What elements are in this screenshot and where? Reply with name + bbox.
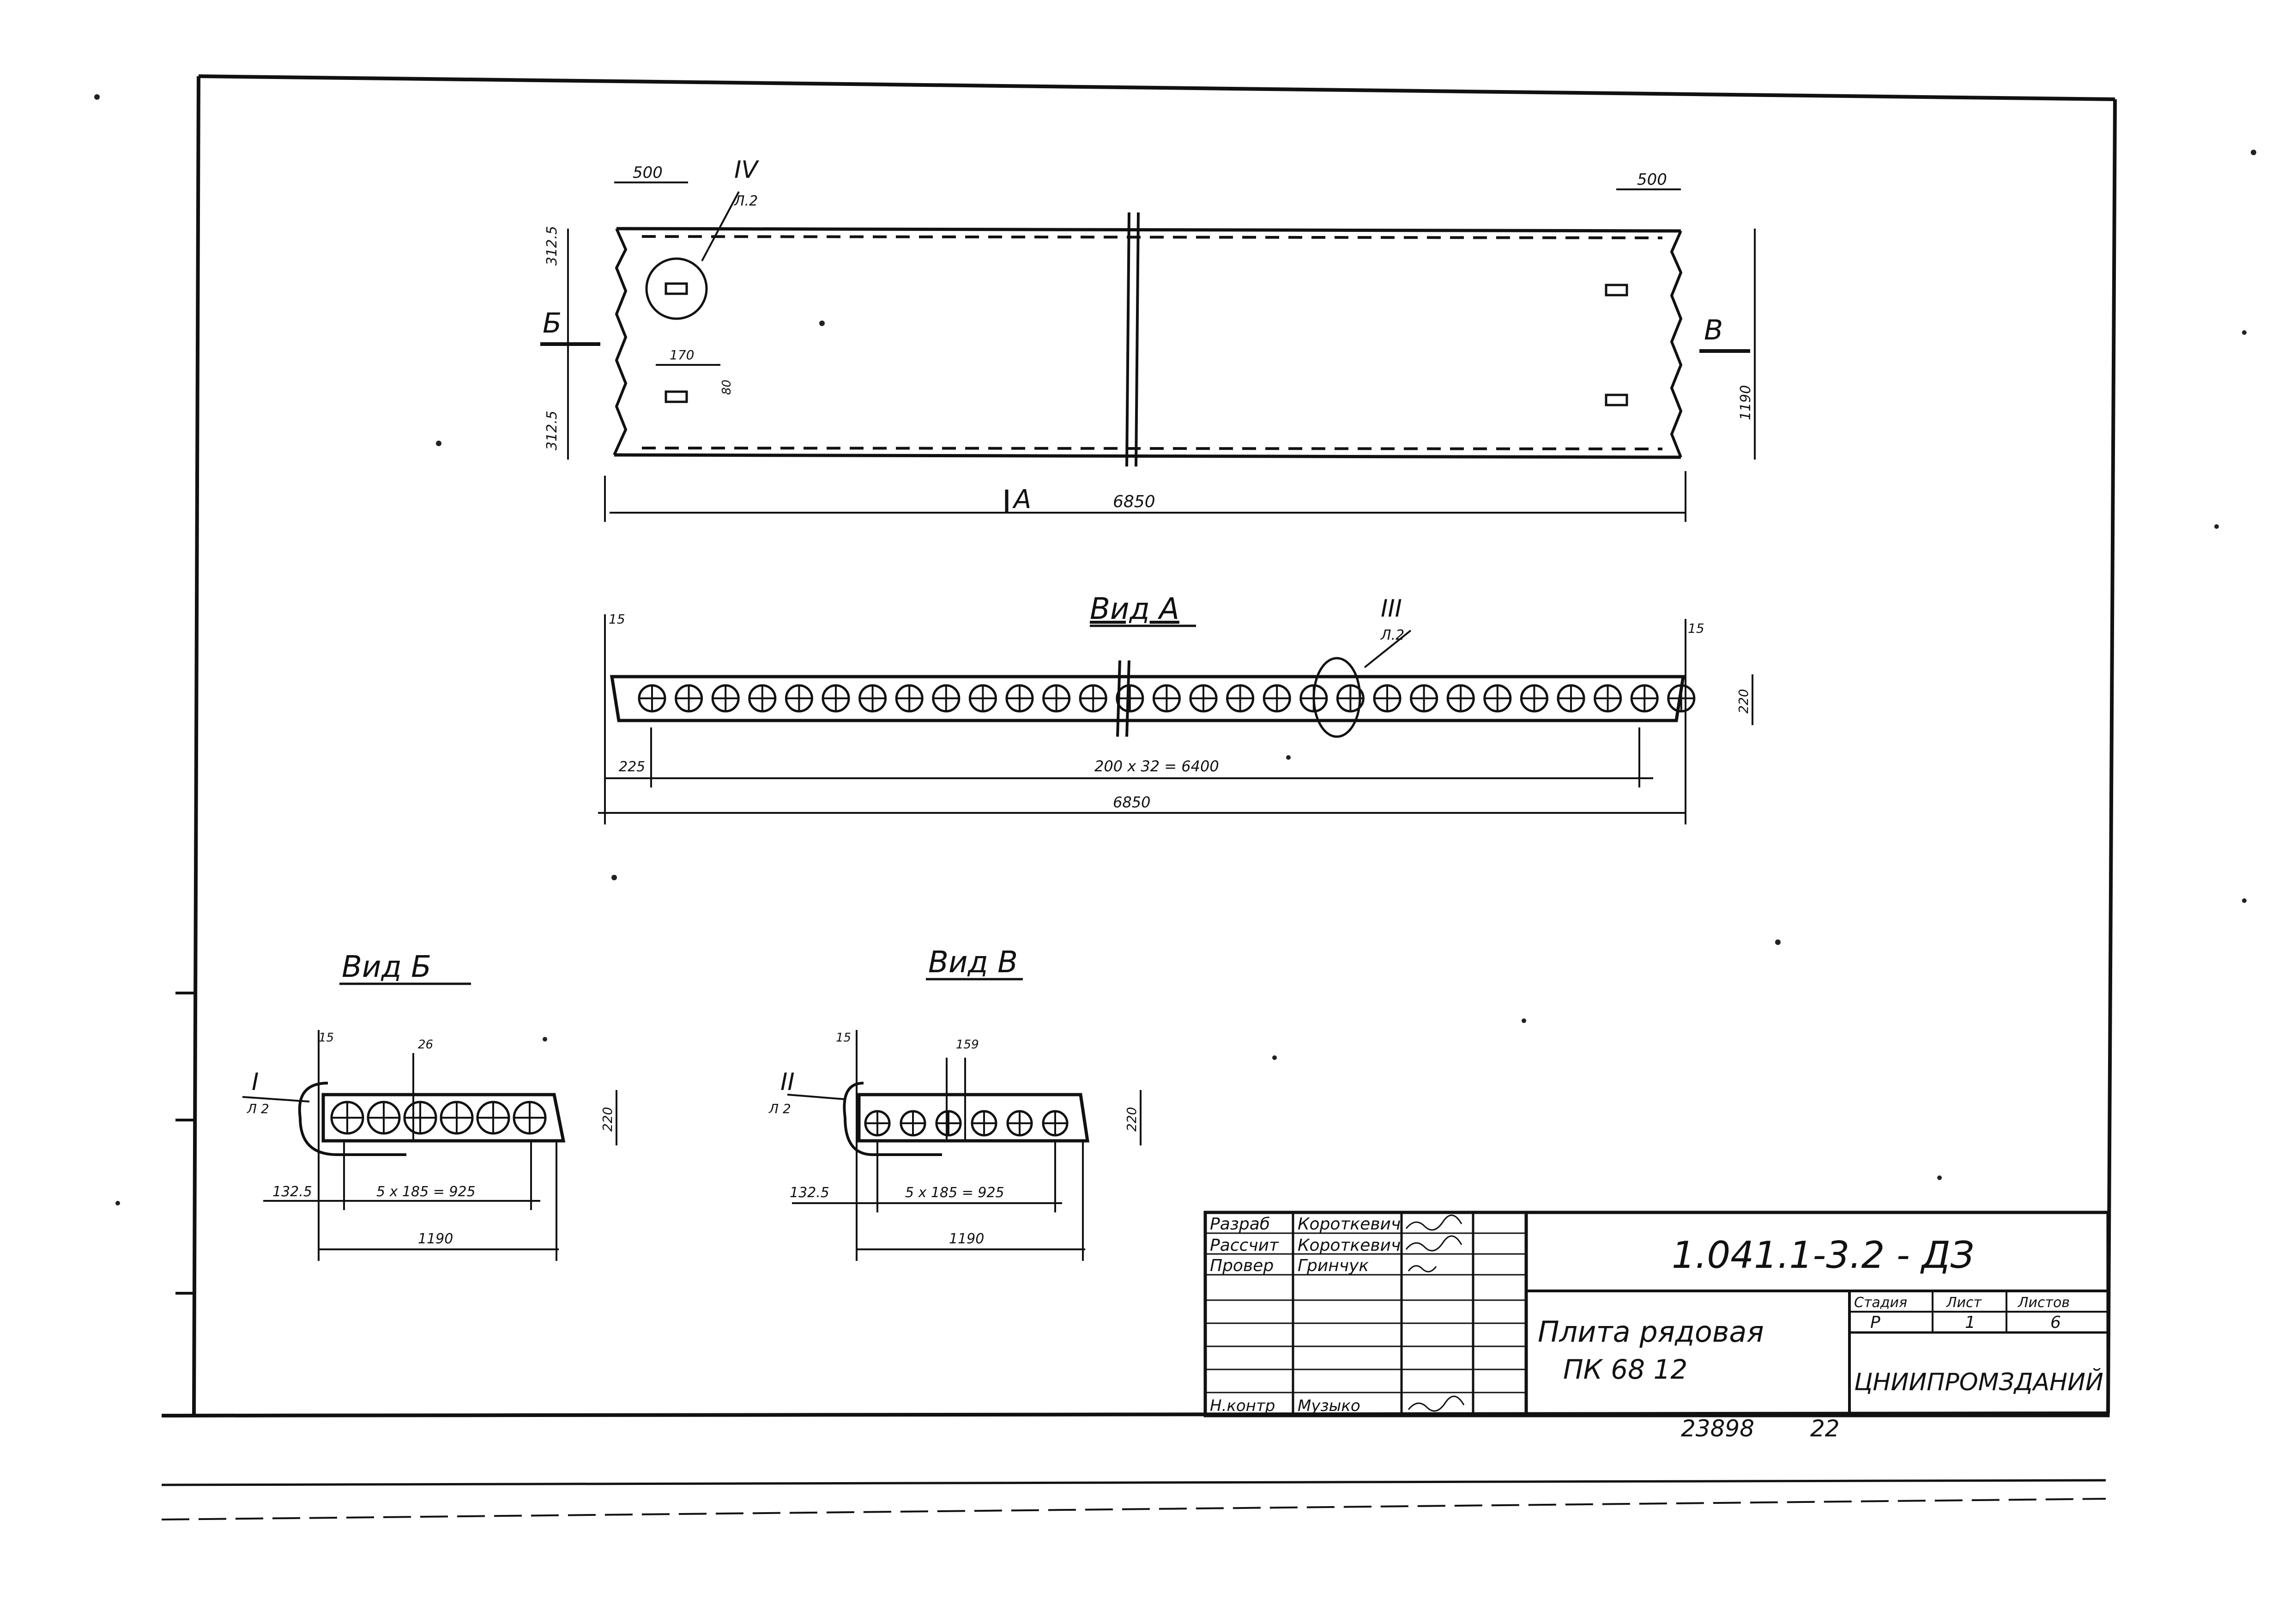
callout-iii: III [1381,595,1402,623]
view-a-title: Вид А [1090,592,1179,626]
callout-i-sheet: Л 2 [247,1101,269,1116]
lifting-loops [645,257,1628,406]
dim-side-top: 312.5 [544,226,560,266]
view-v-dimensions [787,1030,1142,1261]
sheets-header: Листов [2018,1295,2070,1311]
view-a-dim-left-edge: 15 [609,612,625,627]
view-b-dim-thickness: 220 [600,1107,615,1132]
view-b-dim-width: 1190 [418,1231,453,1247]
role-checker: Провер [1210,1256,1274,1275]
view-v-dim-thickness: 220 [1124,1107,1139,1132]
dim-slot: 170 [670,347,694,363]
callout-iv-sheet: Л.2 [734,193,758,209]
view-v: Вид В 15 159 132.5 5 х 185 = 925 1190 22… [768,945,1142,1261]
role-norm-control: Н.контр [1210,1397,1275,1415]
title-block: Разраб Рассчит Провер Н.контр Короткевич… [1203,1211,2110,1417]
view-a-dim-pitch: 200 х 32 = 6400 [1094,757,1219,775]
view-b: Вид Б 15 26 132.5 5 х 185 = 925 1190 220… [242,950,617,1261]
name-developer: Короткевич [1298,1215,1401,1234]
product-mark: ПК 68 12 [1563,1354,1687,1385]
view-b-dim-pitch: 5 х 185 = 925 [376,1184,476,1200]
label-b: Б [543,307,562,339]
label-a: А [1012,484,1031,515]
slab-outline [613,227,1683,459]
label-v: В [1704,314,1723,346]
view-a-dim-right-edge: 15 [1688,621,1704,636]
view-v-dim-width: 1190 [949,1231,984,1247]
view-b-dim-edge: 15 [319,1031,334,1045]
callout-ii-sheet: Л 2 [768,1101,791,1116]
name-checker: Гринчук [1298,1256,1369,1275]
organization: ЦНИИПРОМЗДАНИЙ [1854,1368,2103,1396]
dim-left-top: 500 [633,164,663,182]
sheet-frame [161,74,2117,1520]
sheet-header: Лист [1946,1295,1982,1311]
plan-dimensions [567,182,1756,522]
view-v-dim-pitch: 5 х 185 = 925 [905,1185,1004,1201]
dim-slot-h: 80 [720,380,734,395]
break-line [1125,212,1140,467]
dim-side-bottom: 312.5 [544,411,560,450]
role-calculator: Рассчит [1210,1236,1279,1255]
view-b-title: Вид Б [342,950,431,984]
view-a-dimensions [598,614,1753,824]
scan-specks [94,94,2256,1205]
view-v-dim-gap: 159 [956,1038,979,1052]
callout-ii: II [780,1068,795,1096]
dim-right-top: 500 [1637,170,1667,189]
view-b-hollow-cores [330,1101,547,1135]
sheets-value: 6 [2050,1313,2061,1332]
role-developer: Разраб [1210,1215,1270,1234]
view-a-dim-offset: 225 [619,759,645,775]
view-v-dim-edge: 15 [836,1031,851,1045]
name-calculator: Короткевич [1298,1236,1401,1255]
dim-length: 6850 [1113,492,1155,511]
page-number: 22 [1810,1415,1840,1442]
dim-height: 1190 [1738,385,1754,420]
section-markers [540,191,1750,513]
callout-i: I [252,1068,259,1096]
signatures [1405,1214,1465,1412]
view-a-dim-thickness: 220 [1736,689,1751,714]
stage-value: Р [1870,1313,1880,1332]
callout-iii-sheet: Л.2 [1380,627,1404,643]
stage-header: Стадия [1854,1295,1907,1311]
view-v-hollow-cores [864,1110,1069,1137]
view-a: Вид А 15 15 225 200 х 32 = 6400 6850 220… [598,592,1753,824]
view-v-dim-offset: 132.5 [790,1185,829,1201]
view-b-dimensions [242,1030,617,1261]
product-name: Плита рядовая [1538,1315,1764,1349]
view-v-title: Вид В [928,945,1018,980]
view-v-slab [843,1058,1090,1156]
view-a-dim-total: 6850 [1113,793,1150,811]
callout-iv: IV [734,156,759,184]
sheet-value: 1 [1965,1313,1976,1332]
view-b-dim-gap: 26 [418,1038,433,1052]
plan-view: 500 500 312.5 312.5 170 80 1190 6850 Б В… [540,156,1756,522]
hollow-core-marks [641,235,1663,450]
document-code: 1.041.1-3.2 - ДЗ [1672,1234,1974,1277]
view-b-slab [298,1053,566,1156]
name-norm-control: Музыко [1298,1397,1360,1415]
view-a-hollow-cores [638,684,1696,713]
view-b-dim-offset: 132.5 [272,1184,312,1200]
archive-number: 23898 [1681,1415,1754,1442]
